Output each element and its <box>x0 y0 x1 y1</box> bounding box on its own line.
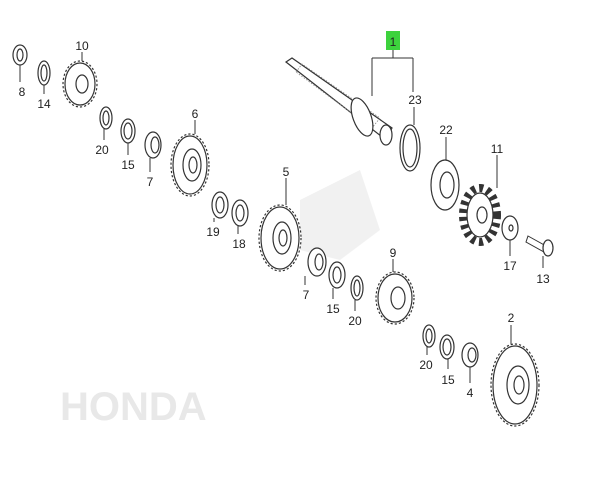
callout-13[interactable]: 13 <box>536 272 550 286</box>
washer-15-b[interactable] <box>328 261 346 289</box>
callout-20-c[interactable]: 20 <box>419 358 433 372</box>
gear-6[interactable] <box>170 133 210 197</box>
washer-17[interactable] <box>501 215 519 241</box>
bushing-7-b[interactable] <box>307 247 327 277</box>
callout-23[interactable]: 23 <box>408 93 422 107</box>
callout-5[interactable]: 5 <box>283 165 290 179</box>
washer-18[interactable] <box>231 199 249 227</box>
washer-19[interactable] <box>211 191 229 219</box>
callout-8[interactable]: 8 <box>19 85 26 99</box>
washer-14[interactable] <box>37 60 51 86</box>
callout-20-a[interactable]: 20 <box>95 143 109 157</box>
callout-1[interactable]: 1 <box>390 35 397 49</box>
honda-watermark: HONDA <box>60 170 380 429</box>
callout-9[interactable]: 9 <box>390 246 397 260</box>
callout-22[interactable]: 22 <box>439 123 453 137</box>
gear-5[interactable] <box>258 204 302 272</box>
watermark-text: HONDA <box>60 385 207 429</box>
callout-labels: 1 10 8 14 6 20 15 7 23 22 11 5 19 18 17 … <box>19 35 550 400</box>
callout-17[interactable]: 17 <box>503 259 517 273</box>
callout-7-a[interactable]: 7 <box>147 175 154 189</box>
callout-2[interactable]: 2 <box>508 311 515 325</box>
bearing-4[interactable] <box>461 342 479 368</box>
callout-14[interactable]: 14 <box>37 97 51 111</box>
bearing-8[interactable] <box>12 44 28 66</box>
drive-sprocket-11[interactable] <box>459 184 501 246</box>
callout-18[interactable]: 18 <box>232 237 246 251</box>
circlip-20-b[interactable] <box>350 275 364 301</box>
callout-10[interactable]: 10 <box>75 39 89 53</box>
washer-15-c[interactable] <box>439 334 455 360</box>
leader-lines <box>19 52 544 383</box>
callout-15-a[interactable]: 15 <box>121 158 135 172</box>
callout-15-b[interactable]: 15 <box>326 302 340 316</box>
callout-11[interactable]: 11 <box>491 142 504 156</box>
bushing-7-a[interactable] <box>144 131 162 159</box>
oil-seal-23[interactable] <box>399 124 421 172</box>
callout-19[interactable]: 19 <box>206 225 220 239</box>
callout-20-b[interactable]: 20 <box>348 314 362 328</box>
callout-1-highlight <box>386 31 400 50</box>
callout-1-bracket <box>371 31 414 96</box>
gear-2[interactable] <box>490 343 540 427</box>
callout-15-c[interactable]: 15 <box>441 373 455 387</box>
circlip-20-c[interactable] <box>422 324 436 348</box>
bolt-13[interactable] <box>525 235 554 257</box>
countershaft[interactable] <box>284 57 393 146</box>
washer-15-a[interactable] <box>120 118 136 144</box>
callout-4[interactable]: 4 <box>467 386 474 400</box>
circlip-20-a[interactable] <box>99 106 113 130</box>
gear-9[interactable] <box>375 271 415 325</box>
gear-10[interactable] <box>62 60 98 108</box>
callout-6[interactable]: 6 <box>192 107 199 121</box>
callout-7-b[interactable]: 7 <box>303 288 310 302</box>
collar-22[interactable] <box>430 159 460 211</box>
